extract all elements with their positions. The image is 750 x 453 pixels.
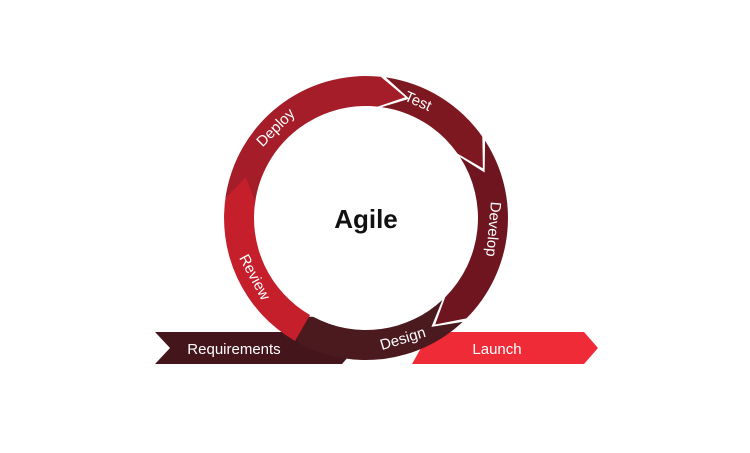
launch-arrow — [412, 332, 598, 364]
requirements-label: Requirements — [187, 341, 280, 358]
design-segment — [284, 299, 463, 361]
develop-segment — [435, 140, 508, 325]
review-segment — [224, 174, 310, 341]
launch-label: Launch — [472, 341, 521, 358]
test-segment — [381, 77, 483, 169]
center-title: Agile — [334, 204, 398, 234]
develop-label: Develop — [482, 201, 504, 257]
deploy-segment — [225, 76, 406, 203]
